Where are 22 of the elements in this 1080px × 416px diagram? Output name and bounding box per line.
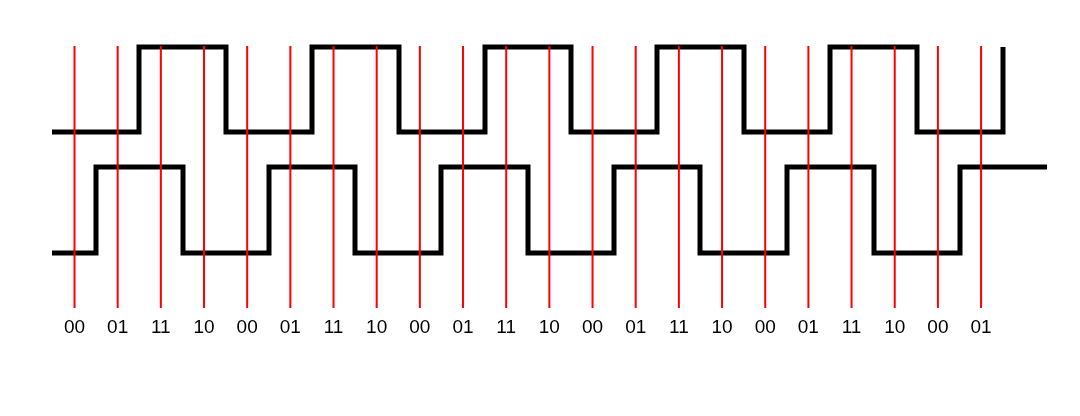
state-label: 10 bbox=[884, 317, 906, 336]
state-label: 11 bbox=[669, 317, 689, 336]
state-label: 11 bbox=[150, 317, 171, 336]
state-label: 11 bbox=[323, 317, 344, 336]
state-label: 01 bbox=[970, 317, 992, 336]
state-label: 00 bbox=[63, 317, 86, 336]
state-label: 01 bbox=[107, 317, 129, 336]
state-label: 11 bbox=[841, 317, 862, 336]
state-label: 00 bbox=[409, 317, 431, 336]
state-label: 11 bbox=[496, 317, 517, 336]
state-label: 10 bbox=[711, 317, 733, 336]
state-label: 00 bbox=[754, 317, 776, 336]
state-label: 10 bbox=[538, 317, 560, 336]
state-label: 01 bbox=[452, 317, 474, 336]
state-label: 10 bbox=[366, 317, 388, 336]
state-label: 01 bbox=[797, 317, 819, 336]
state-label: 10 bbox=[193, 317, 215, 336]
state-label: 01 bbox=[279, 317, 301, 336]
state-label: 00 bbox=[927, 317, 949, 336]
state-label: 00 bbox=[581, 317, 604, 336]
state-label: 01 bbox=[625, 317, 647, 336]
state-label: 00 bbox=[236, 317, 258, 336]
